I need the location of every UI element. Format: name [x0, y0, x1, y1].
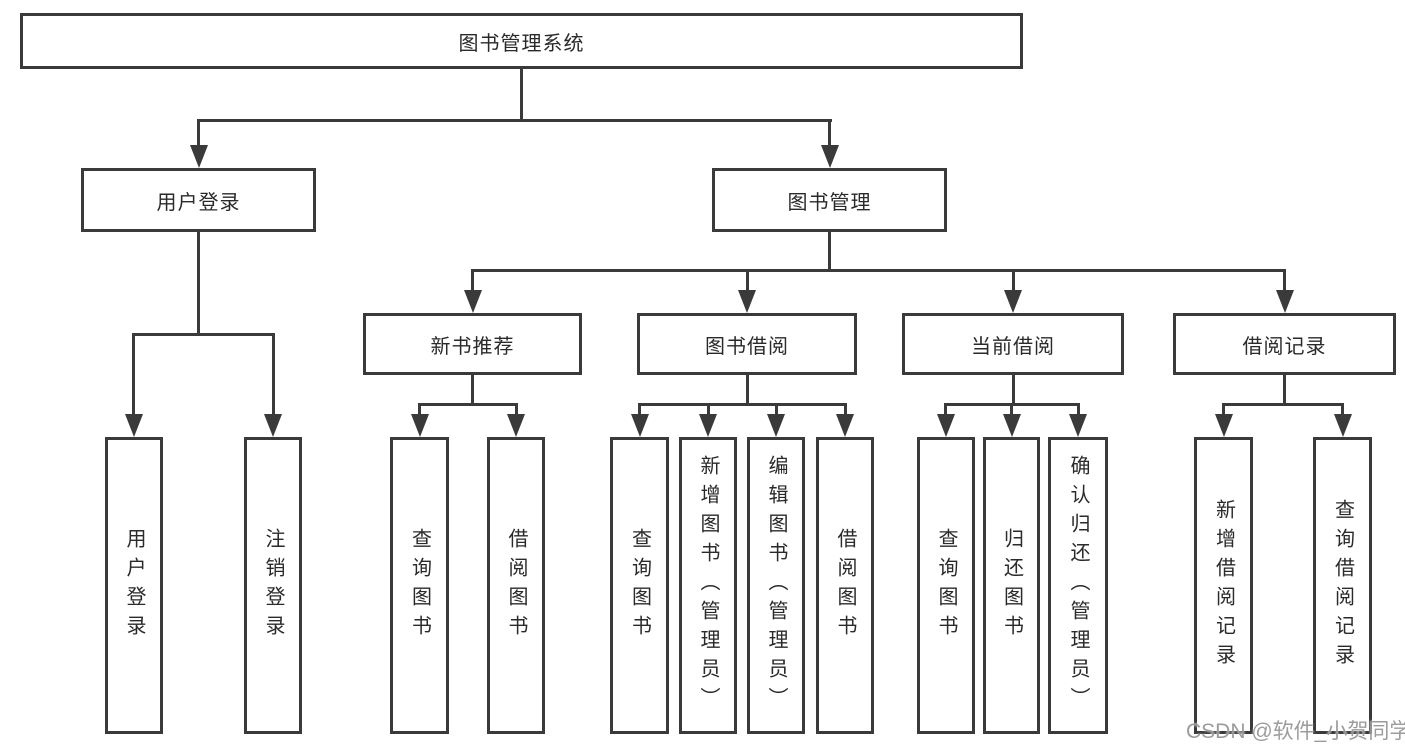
connector-borrowrecords-drop-2 — [1341, 403, 1344, 416]
csdn-watermark: CSDN @软件_小贺同学 — [1186, 720, 1405, 743]
node-book-management: 图书管理 — [712, 168, 947, 232]
arrow-down-icon — [1334, 414, 1352, 437]
arrow-down-icon — [125, 414, 143, 437]
connector-root-stem — [520, 69, 523, 121]
node-borrow-books-borrowing: 借阅图书 — [816, 437, 874, 734]
arrow-down-icon — [190, 145, 208, 168]
connector-userlogin-rail — [132, 333, 275, 336]
connector-userlogin-stem — [197, 232, 200, 335]
node-label: 确认归还（管理员） — [1067, 455, 1089, 716]
arrow-down-icon — [836, 414, 854, 437]
node-label: 查询图书 — [935, 527, 957, 644]
node-label: 查询借阅记录 — [1331, 498, 1354, 673]
arrow-down-icon — [937, 414, 955, 437]
connector-bookborrow-drop-3 — [775, 403, 778, 416]
connector-bookborrow-drop-1 — [638, 403, 641, 416]
node-book-management-system: 图书管理系统 — [20, 13, 1023, 69]
arrow-down-icon — [1215, 414, 1233, 437]
node-current-borrowing: 当前借阅 — [902, 313, 1124, 375]
arrow-down-icon — [464, 290, 482, 313]
node-label: 查询图书 — [408, 527, 431, 644]
arrow-down-icon — [1004, 290, 1022, 313]
connector-userlogin-drop-2 — [272, 333, 275, 415]
node-add-books-admin: 新增图书（管理员） — [679, 437, 737, 734]
node-label: 归还图书 — [1000, 527, 1023, 644]
node-label: 借阅图书 — [834, 527, 856, 644]
node-edit-books-admin: 编辑图书（管理员） — [747, 437, 805, 734]
node-query-books-current: 查询图书 — [917, 437, 975, 734]
arrow-down-icon — [507, 414, 525, 437]
node-label: 查询图书 — [628, 527, 651, 644]
node-confirm-return-admin: 确认归还（管理员） — [1048, 437, 1108, 734]
arrow-down-icon — [264, 414, 282, 437]
connector-currentborrow-drop-2 — [1010, 403, 1013, 416]
node-add-borrow-record: 新增借阅记录 — [1194, 437, 1253, 734]
connector-bookmgmt-drop-1 — [471, 269, 474, 292]
node-logout: 注销登录 — [244, 437, 302, 734]
connector-borrowrecords-rail — [1222, 403, 1344, 406]
node-book-borrowing: 图书借阅 — [637, 313, 857, 375]
node-label: 编辑图书（管理员） — [765, 455, 787, 716]
node-label: 用户登录 — [123, 527, 145, 644]
connector-currentborrow-drop-1 — [944, 403, 947, 416]
connector-currentborrow-drop-3 — [1077, 403, 1080, 416]
connector-bookmgmt-stem — [828, 232, 831, 271]
arrow-down-icon — [1003, 414, 1021, 437]
connector-newbooks-drop-1 — [418, 403, 421, 416]
arrow-down-icon — [411, 414, 429, 437]
arrow-down-icon — [767, 414, 785, 437]
node-label: 新增图书（管理员） — [697, 455, 719, 716]
arrow-down-icon — [1069, 414, 1087, 437]
connector-bookmgmt-rail — [471, 269, 1286, 272]
node-label: 新增借阅记录 — [1212, 498, 1235, 673]
connector-newbooks-stem — [471, 375, 474, 406]
arrow-down-icon — [631, 414, 649, 437]
arrow-down-icon — [821, 145, 839, 168]
node-label: 注销登录 — [262, 527, 284, 644]
connector-bookmgmt-drop-2 — [746, 269, 749, 292]
arrow-down-icon — [699, 414, 717, 437]
node-return-books: 归还图书 — [983, 437, 1040, 734]
connector-bookborrow-drop-2 — [707, 403, 710, 416]
connector-bookmgmt-drop-4 — [1283, 269, 1286, 292]
node-borrowing-records: 借阅记录 — [1173, 313, 1396, 375]
connector-newbooks-drop-2 — [515, 403, 518, 416]
connector-root-drop-right — [828, 119, 831, 148]
connector-currentborrow-stem — [1012, 375, 1015, 406]
node-query-books-recommend: 查询图书 — [390, 437, 449, 734]
connector-bookmgmt-drop-3 — [1012, 269, 1015, 292]
connector-borrowrecords-drop-1 — [1222, 403, 1225, 416]
node-new-book-recommend: 新书推荐 — [363, 313, 582, 375]
node-query-books-borrowing: 查询图书 — [610, 437, 669, 734]
node-borrow-books-recommend: 借阅图书 — [487, 437, 545, 734]
connector-bookborrow-drop-4 — [844, 403, 847, 416]
connector-bookborrow-stem — [746, 375, 749, 406]
connector-newbooks-rail — [418, 403, 518, 406]
node-user-login-leaf: 用户登录 — [105, 437, 163, 734]
connector-userlogin-drop-1 — [132, 333, 135, 415]
node-label: 借阅图书 — [505, 527, 527, 644]
node-user-login: 用户登录 — [81, 168, 316, 232]
arrow-down-icon — [738, 290, 756, 313]
node-query-borrow-record: 查询借阅记录 — [1313, 437, 1372, 734]
connector-borrowrecords-stem — [1283, 375, 1286, 406]
connector-root-rail — [197, 119, 832, 122]
connector-root-drop-left — [197, 119, 200, 148]
arrow-down-icon — [1276, 290, 1294, 313]
connector-bookborrow-rail — [638, 403, 847, 406]
